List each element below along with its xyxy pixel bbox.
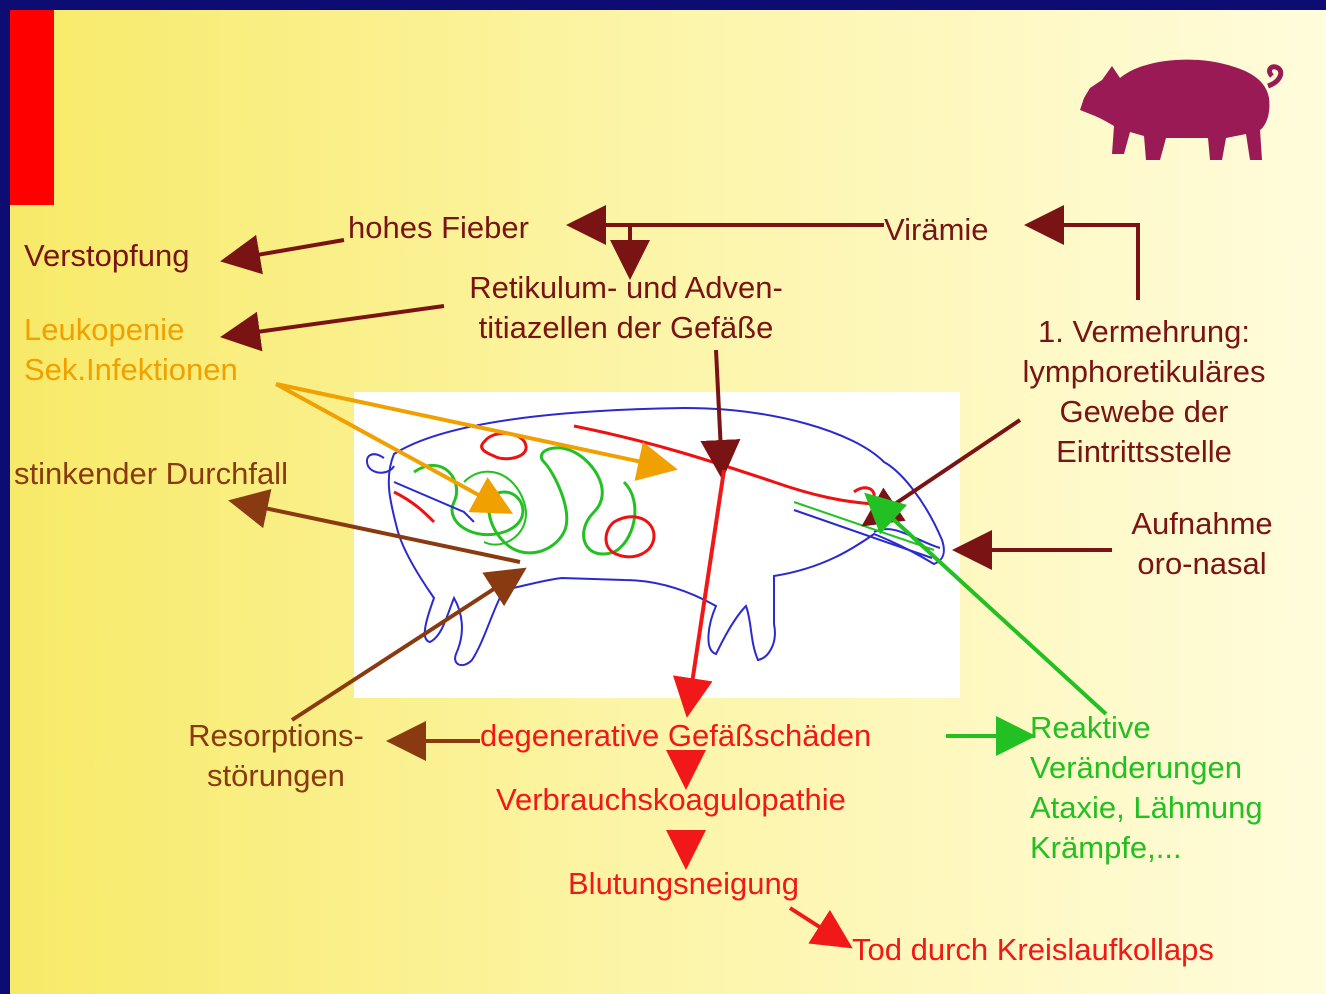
arrow-blutung-to-tod — [790, 908, 846, 944]
arrow-pig-to-gefaess — [688, 470, 724, 710]
arrow-resorption-to-pig — [292, 572, 520, 720]
slide: Virämie hohes Fieber Verstopfung Retikul… — [10, 10, 1326, 994]
arrow-pig-to-durchfall — [236, 502, 520, 562]
label-leukopenie: Leukopenie Sek.Infektionen — [24, 310, 238, 390]
arrow-vermehrung-to-viraemie — [1032, 225, 1138, 300]
arrow-infektionen-to-heart — [276, 384, 670, 468]
label-gefaessschaeden: degenerative Gefäßschäden — [480, 716, 871, 756]
label-viraemie: Virämie — [884, 210, 989, 250]
label-aufnahme: Aufnahme oro-nasal — [1110, 504, 1294, 584]
arrow-retikulum-to-leukopenie — [228, 306, 444, 336]
label-durchfall: stinkender Durchfall — [14, 454, 288, 494]
label-hohes-fieber: hohes Fieber — [348, 208, 529, 248]
arrow-fieber-to-verstopfung — [228, 240, 344, 260]
label-verbrauch: Verbrauchskoagulopathie — [496, 780, 846, 820]
label-verstopfung: Verstopfung — [24, 236, 189, 276]
label-reaktive: Reaktive Veränderungen Ataxie, Lähmung K… — [1030, 708, 1263, 868]
label-vermehrung: 1. Vermehrung: lymphoretikuläres Gewebe … — [994, 312, 1294, 472]
label-blutung: Blutungsneigung — [568, 864, 799, 904]
label-resorption: Resorptions- störungen — [166, 716, 386, 796]
arrow-infektionen-to-intestine — [276, 384, 506, 510]
label-retikulum: Retikulum- und Adven- titiazellen der Ge… — [436, 268, 816, 348]
label-tod: Tod durch Kreislaufkollaps — [852, 930, 1214, 970]
arrow-reaktive-to-pig — [870, 498, 1106, 714]
arrow-retikulum-to-pig — [716, 350, 722, 472]
